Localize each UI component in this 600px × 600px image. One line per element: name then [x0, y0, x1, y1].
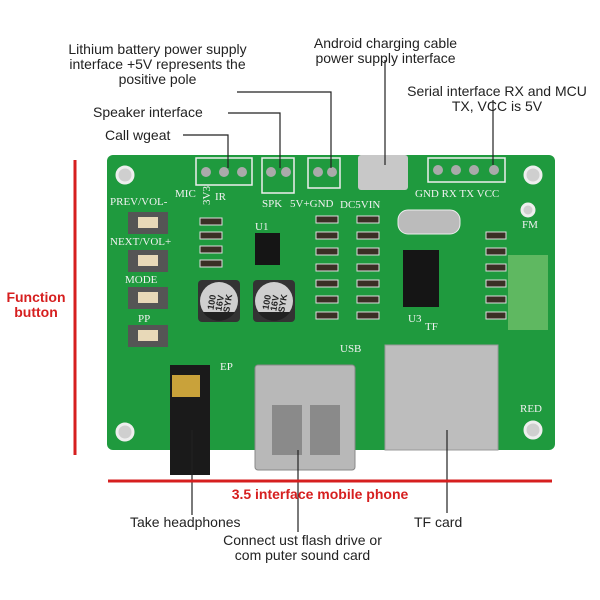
- mounting-holes: [115, 165, 543, 442]
- chip-u1: [255, 233, 280, 265]
- cap2-value: 100: [260, 294, 272, 311]
- silk-spk: SPK: [262, 198, 282, 210]
- silk-ir: IR: [215, 191, 227, 203]
- audio-interface-label: 3.5 interface mobile phone: [231, 486, 409, 502]
- android-charging-label: Android charging cable power supply inte…: [298, 36, 473, 66]
- usb-line-1: Connect ust flash drive or: [223, 532, 382, 548]
- electrolytic-capacitors: [198, 280, 295, 322]
- silk-fm: FM: [522, 219, 538, 231]
- usb-flash-label: Connect ust flash drive or com puter sou…: [205, 533, 400, 563]
- silk-pp: PP: [138, 313, 150, 325]
- silk-usb: USB: [340, 343, 361, 355]
- serial-interface-label: Serial interface RX and MCU TX, VCC is 5…: [392, 84, 600, 114]
- silk-u3: U3: [408, 313, 422, 325]
- capacitor-2-marking: 100 16V SYK: [260, 293, 289, 313]
- lithium-line-3: positive pole: [118, 71, 197, 87]
- cap1-value: 100: [205, 294, 217, 311]
- cap1-brand: SYK: [221, 293, 234, 313]
- function-buttons: [128, 212, 168, 347]
- fm-antenna: [508, 255, 548, 330]
- usb-line-2: com puter sound card: [234, 547, 371, 563]
- silk-ep: EP: [220, 361, 233, 373]
- silk-prev: PREV/VOL-: [110, 196, 168, 208]
- red-marker-lines: [73, 160, 552, 483]
- silk-tf: TF: [425, 321, 438, 333]
- silkscreen: PREV/VOL- NEXT/VOL+ MODE PP MIC 3V3 IR S…: [110, 186, 542, 415]
- tf-card-slot: [384, 344, 499, 451]
- pin-headers: [195, 157, 506, 194]
- speaker-interface-label: Speaker interface: [93, 104, 203, 120]
- serial-line-1: Serial interface RX and MCU: [407, 83, 587, 99]
- silk-serial: GND RX TX VCC: [415, 188, 499, 200]
- serial-line-2: TX, VCC is 5V: [451, 98, 543, 114]
- header-pins: [201, 165, 499, 177]
- cap1-voltage: 16V: [213, 294, 226, 312]
- silk-red: RED: [520, 403, 542, 415]
- silk-5v-gnd: 5V+GND: [290, 198, 334, 210]
- usb-slot-right: [310, 405, 340, 455]
- silk-dc5vin: DC5VIN: [340, 199, 380, 211]
- leader-lines: [183, 60, 494, 532]
- android-line-1: Android charging cable: [313, 35, 458, 51]
- function-line-2: button: [14, 304, 58, 320]
- silk-u1: U1: [255, 221, 268, 233]
- silk-3v3: 3V3: [201, 186, 213, 205]
- usb-slot-left: [272, 405, 302, 455]
- cap2-brand: SYK: [276, 293, 289, 313]
- audio-jack-contact: [172, 375, 200, 397]
- cap2-voltage: 16V: [268, 294, 281, 312]
- function-line-1: Function: [6, 289, 66, 305]
- crystal: [397, 209, 461, 235]
- headphones-label: Take headphones: [130, 514, 241, 530]
- call-wgeat-label: Call wgeat: [105, 127, 171, 143]
- micro-usb-port: [358, 155, 408, 190]
- lithium-line-1: Lithium battery power supply: [68, 41, 247, 57]
- lithium-line-2: interface +5V represents the: [69, 56, 246, 72]
- android-line-2: power supply interface: [315, 50, 456, 66]
- capacitor-1-marking: 100 16V SYK: [205, 293, 234, 313]
- function-button-label: Function button: [0, 290, 72, 320]
- lithium-battery-label: Lithium battery power supply interface +…: [50, 42, 265, 87]
- smd-components: [199, 215, 507, 320]
- tf-card-label: TF card: [414, 514, 463, 530]
- silk-mode: MODE: [125, 274, 158, 286]
- silk-next: NEXT/VOL+: [110, 236, 171, 248]
- chip-u3: [403, 250, 439, 307]
- silk-mic: MIC: [175, 188, 196, 200]
